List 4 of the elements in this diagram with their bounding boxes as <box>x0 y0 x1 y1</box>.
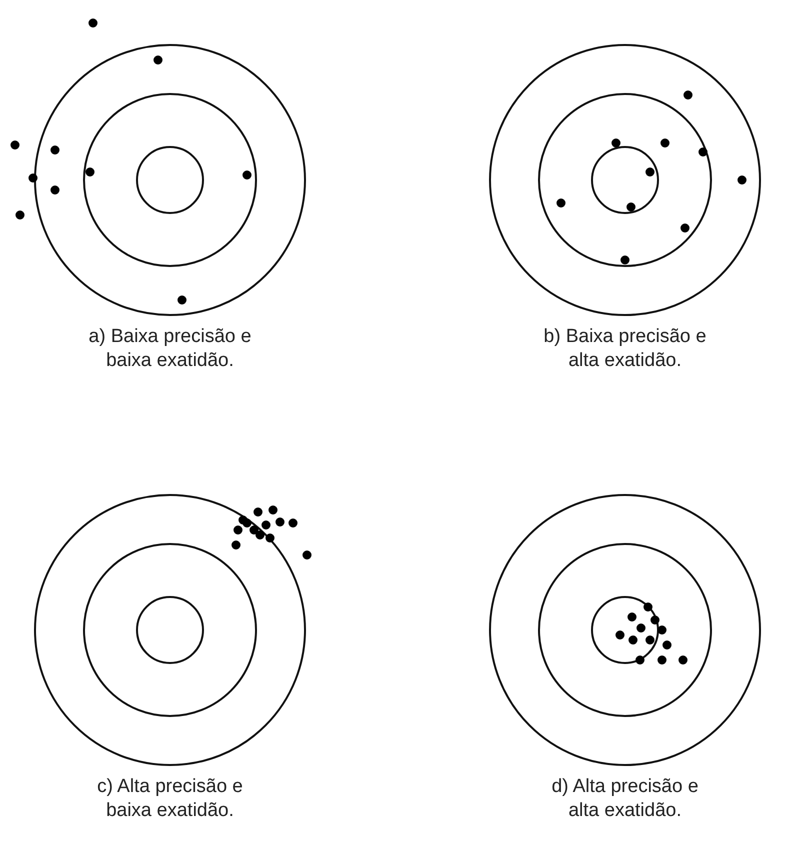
caption: b) Baixa precisão e alta exatidão. <box>542 325 708 373</box>
caption: c) Alta precisão e baixa exatidão. <box>96 775 244 823</box>
caption: d) Alta precisão e alta exatidão. <box>550 775 700 823</box>
caption: a) Baixa precisão e baixa exatidão. <box>88 325 252 373</box>
